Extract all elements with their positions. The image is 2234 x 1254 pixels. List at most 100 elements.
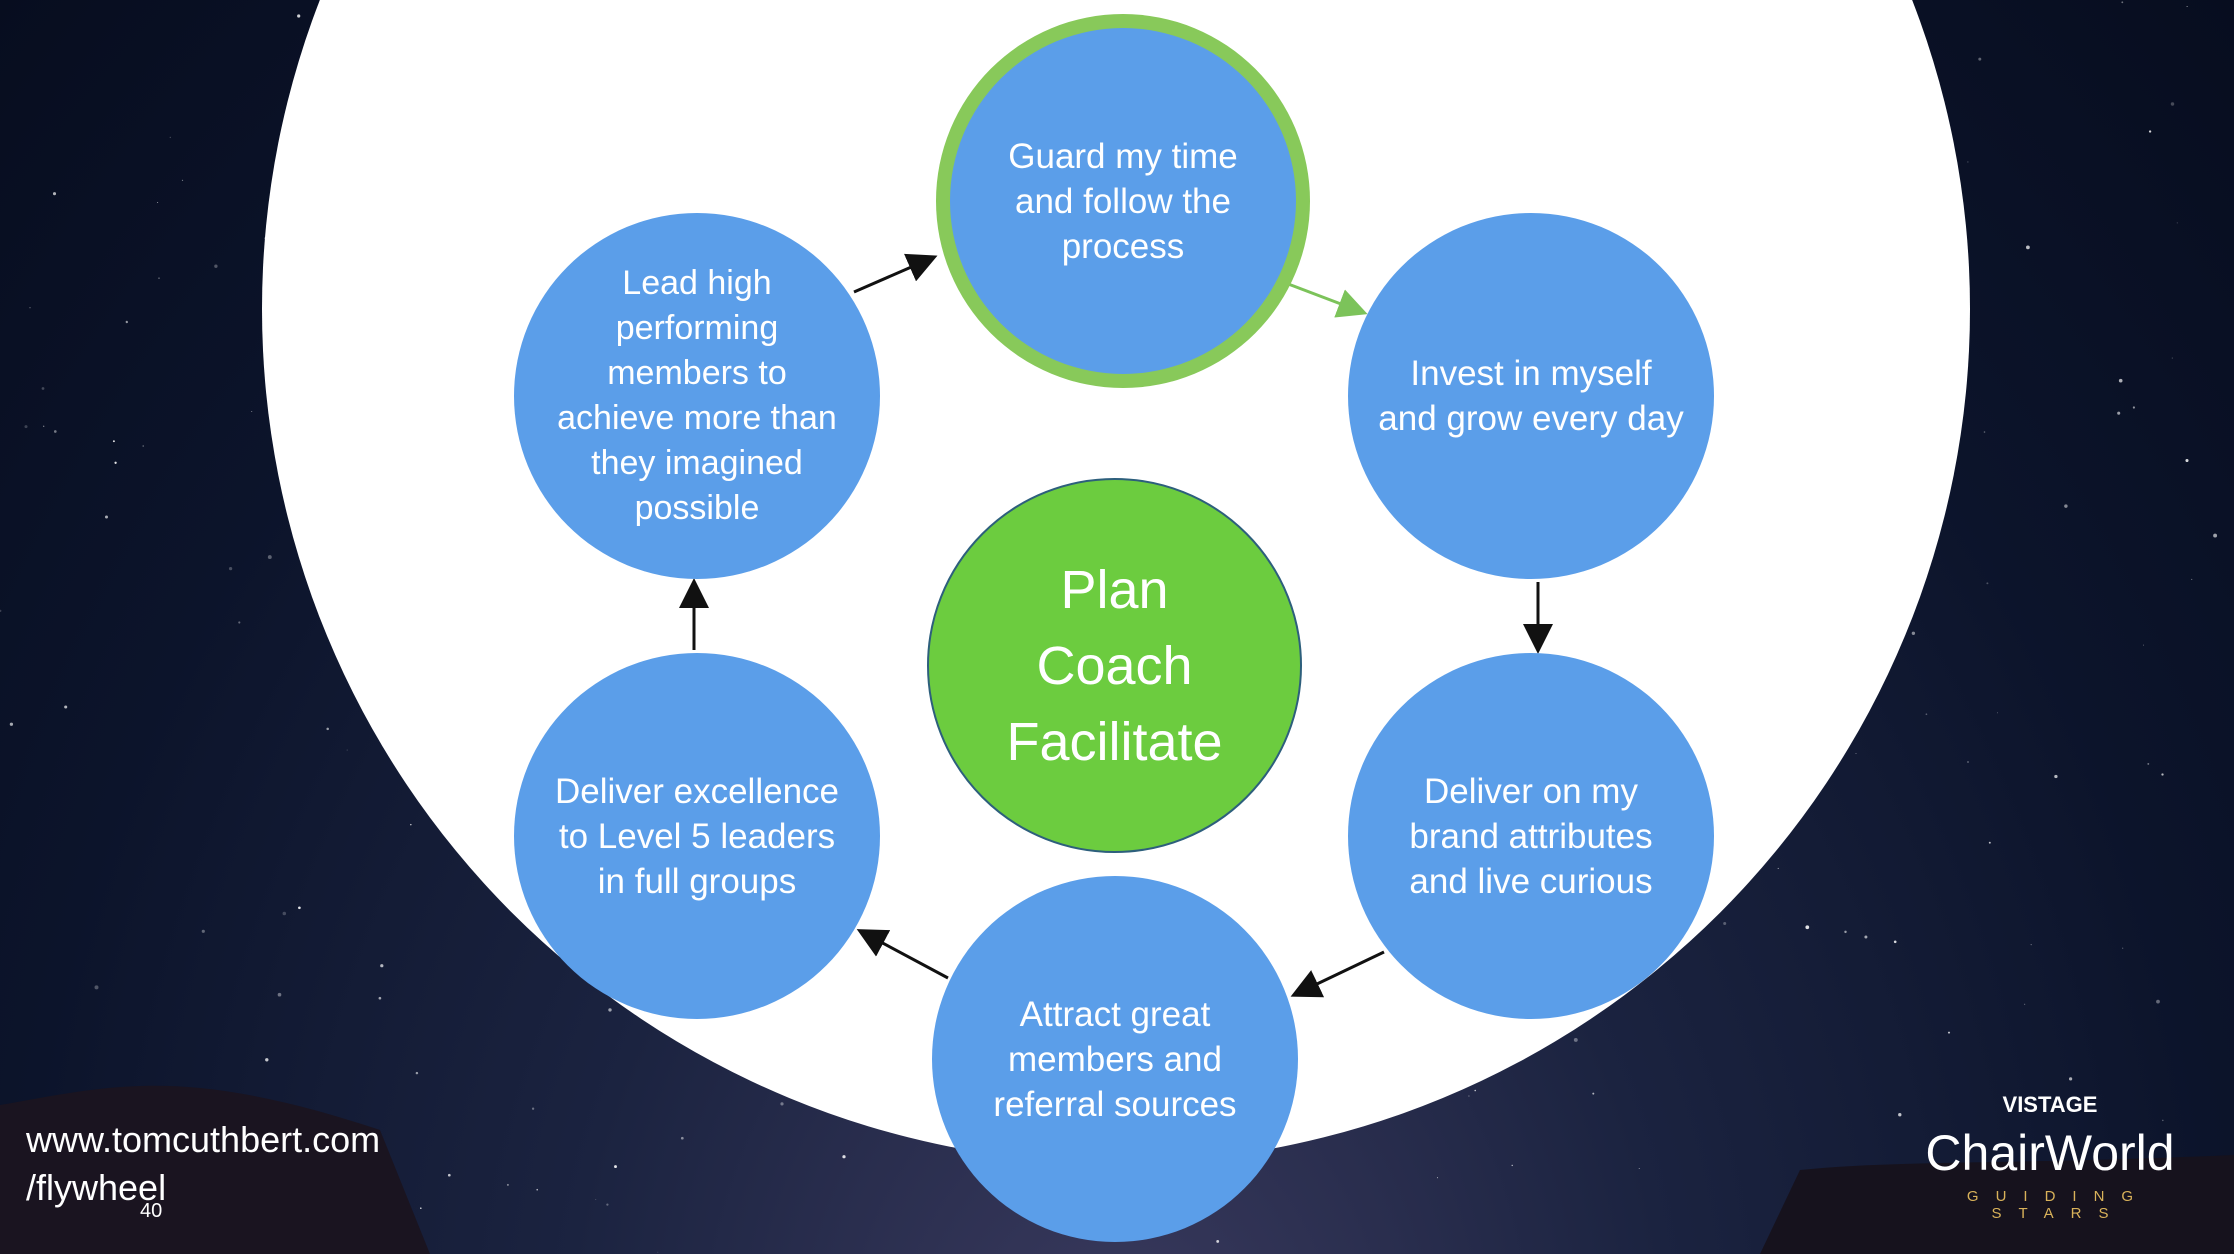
star <box>2162 1119 2164 1122</box>
star <box>1996 712 1999 714</box>
star <box>169 136 171 139</box>
star <box>41 387 45 390</box>
star <box>2213 533 2218 538</box>
star <box>1216 1239 1220 1243</box>
star <box>1805 925 1810 930</box>
star <box>282 911 287 916</box>
star <box>2118 378 2123 383</box>
star <box>228 566 233 571</box>
star <box>2171 357 2173 359</box>
star <box>125 320 128 324</box>
node-attract-great-members: Attract great members and referral sourc… <box>932 876 1298 1242</box>
star <box>0 609 2 613</box>
star <box>43 425 45 427</box>
star <box>2121 1 2124 4</box>
star <box>1436 1177 1439 1179</box>
star <box>1893 940 1897 944</box>
star <box>2117 411 2121 415</box>
node-lead-high-performing: Lead high performing members to achieve … <box>514 213 880 579</box>
star <box>157 201 159 204</box>
star <box>780 1102 784 1106</box>
star <box>2161 773 2164 776</box>
star <box>506 1183 509 1186</box>
star <box>1864 935 1868 939</box>
star <box>114 461 117 464</box>
star <box>1967 161 1969 163</box>
star <box>842 1155 846 1159</box>
star <box>2026 245 2030 250</box>
star <box>238 621 241 624</box>
star <box>297 14 301 18</box>
star <box>680 1136 684 1140</box>
star <box>2122 947 2124 949</box>
star <box>112 440 115 443</box>
star <box>606 1203 609 1206</box>
star <box>1723 921 1727 926</box>
star <box>251 410 253 413</box>
star <box>1573 1037 1578 1042</box>
star <box>265 1058 269 1062</box>
website-link[interactable]: www.tomcuthbert.com /flywheel <box>26 1116 380 1212</box>
star <box>1986 582 1989 585</box>
star <box>1967 761 1969 763</box>
star <box>201 929 205 933</box>
vistage-chairworld-logo: VISTAGE ChairWorld GUIDING STARS <box>1900 1092 2200 1222</box>
star <box>181 179 184 182</box>
star <box>1844 930 1847 934</box>
star <box>1638 1167 1640 1169</box>
star <box>1592 1092 1595 1095</box>
star <box>2069 1077 2073 1081</box>
node-deliver-brand-attributes: Deliver on my brand attributes and live … <box>1348 653 1714 1019</box>
star <box>410 823 412 826</box>
star <box>1468 1095 1470 1097</box>
star <box>326 727 329 731</box>
star <box>2176 222 2178 224</box>
star <box>2147 762 2150 765</box>
node-deliver-excellence: Deliver excellence to Level 5 leaders in… <box>514 653 880 1019</box>
star <box>595 1198 597 1200</box>
star <box>1474 1089 1476 1092</box>
star <box>420 1207 422 1209</box>
star <box>608 1008 612 1012</box>
star <box>267 555 272 560</box>
star <box>2170 102 2175 106</box>
star <box>2156 999 2160 1004</box>
star <box>29 307 31 309</box>
star <box>1988 841 1991 844</box>
star <box>53 430 57 433</box>
star <box>1898 1113 1902 1117</box>
star <box>657 1251 659 1253</box>
star <box>1978 57 1982 61</box>
star <box>1511 1164 1513 1167</box>
star <box>277 992 282 997</box>
star <box>447 1173 451 1177</box>
star <box>142 445 144 447</box>
slide-number: 40 <box>140 1200 163 1222</box>
star <box>1911 631 1916 635</box>
star <box>2030 943 2032 946</box>
star <box>9 722 14 726</box>
star <box>158 277 160 279</box>
logo-brand: VISTAGE <box>2002 1092 2098 1117</box>
logo-tagline: GUIDING STARS <box>1966 1188 2151 1222</box>
star <box>298 906 301 910</box>
star <box>614 1165 617 1169</box>
star <box>2148 130 2152 133</box>
star <box>1777 867 1779 869</box>
star <box>24 425 28 429</box>
star <box>1855 752 1857 754</box>
star <box>2132 406 2135 409</box>
star <box>214 264 218 268</box>
center-plan-coach-facilitate: Plan Coach Facilitate <box>927 478 1302 853</box>
star <box>378 996 382 1000</box>
star <box>64 705 68 709</box>
node-guard-my-time: Guard my time and follow the process <box>950 28 1296 374</box>
star <box>2191 578 2193 580</box>
star <box>2024 1003 2026 1005</box>
star <box>1947 1031 1951 1034</box>
star <box>536 1188 538 1191</box>
star <box>1925 713 1928 716</box>
star <box>2054 774 2058 779</box>
star <box>346 749 348 751</box>
